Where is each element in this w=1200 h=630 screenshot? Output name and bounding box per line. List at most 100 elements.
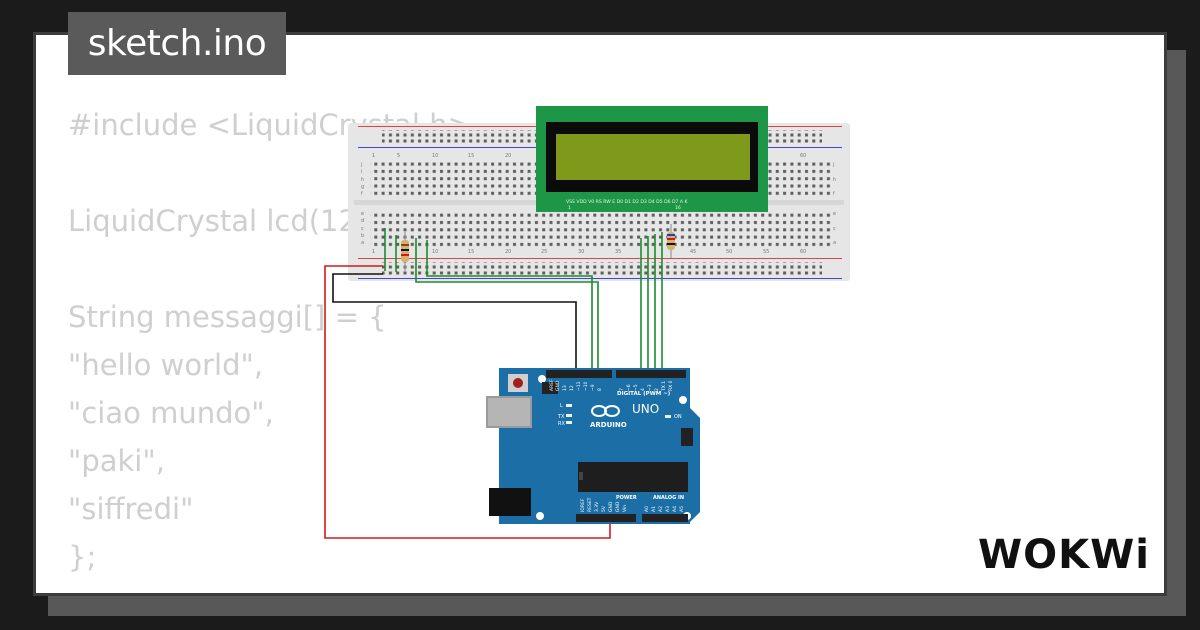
pin-label: A5 [679,506,685,512]
row-label: c [833,226,836,232]
wire-green [426,240,593,369]
mounting-hole [679,396,687,404]
pin-label: 13 [562,385,568,391]
arduino-labels: L TX RX ON DIGITAL (PWM ~) UNO ARDUINO P… [557,391,684,501]
power-jack [489,488,531,516]
column-label: 25 [541,249,547,255]
l-label: L [560,403,563,409]
led-l [566,404,572,407]
bottom-terminal-strip [370,210,832,247]
pin-label: ~3 [647,384,653,391]
analog-header [642,514,688,522]
column-label: 1 [372,153,375,159]
led-tx [566,414,572,417]
pin-label: ~11 [576,381,582,391]
row-label: f [361,191,363,197]
pin-label: 4 [640,388,646,391]
row-label: i [361,169,362,175]
mounting-hole [538,375,546,383]
column-label: 60 [800,153,806,159]
pin-label: RESET [587,497,593,512]
rx-label: RX [558,421,565,427]
wire-green [415,238,599,369]
atmega-chip [578,462,688,492]
row-label: h [361,177,364,183]
column-label: 10 [432,249,438,255]
pin-label: IOREF [580,498,586,512]
row-label: g [361,184,364,190]
lcd-pin-labels: VSS VDD V0 RS RW E D0 D1 D2 D3 D4 D5 D6 … [566,199,689,205]
pin-label: ~9 [590,384,596,391]
wires [324,228,663,539]
row-label: e [833,211,836,217]
lcd-display[interactable]: VSS VDD V0 RS RW E D0 D1 D2 D3 D4 D5 D6 … [536,106,768,212]
file-title-tab[interactable]: sketch.ino [68,12,286,75]
pin-label: AREF [549,379,555,391]
lcd-pin-last: 16 [675,205,681,211]
row-label: h [833,177,836,183]
resistor-right [667,224,675,258]
pin-label: GND [555,380,561,391]
on-label: ON [674,414,682,420]
row-label: a [361,240,364,246]
pin-label: ~5 [633,384,639,391]
column-label: 35 [615,249,621,255]
column-label: 15 [468,249,474,255]
digital-header-low [616,370,686,378]
digital-label: DIGITAL (PWM ~) [617,391,671,397]
column-label: 30 [578,249,584,255]
file-title: sketch.ino [87,23,267,64]
wokwi-logo-text: WOKWi [978,532,1150,576]
arduino-uno-board[interactable]: L TX RX ON DIGITAL (PWM ~) UNO ARDUINO P… [486,368,700,524]
pin-label: A1 [651,506,657,512]
tx-label: TX [557,414,565,420]
row-label: b [361,233,364,239]
column-labels: 1 5 10 15 20 60 1 10 15 20 25 30 35 45 5… [372,153,806,255]
led-rx [566,421,572,424]
wire-red [324,265,611,539]
column-label: 45 [690,249,696,255]
code-line: "paki", [68,444,165,478]
resistor-left [401,232,409,272]
pin-label: Vin [622,505,628,512]
lcd-pin-first: 1 [568,205,571,211]
row-label: f [833,191,835,197]
row-label: c [361,226,364,232]
row-label: a [833,240,836,246]
pin-label: TX 1 [661,381,667,392]
code-line: }; [68,540,97,574]
uno-label: UNO [632,402,659,416]
icsp-header-2 [681,428,693,446]
icsp-header [542,382,558,394]
column-label: 60 [800,249,806,255]
pin-label: A4 [672,506,678,512]
pin-label: ~10 [583,381,589,391]
lcd-screen [556,134,750,180]
pin-label: A2 [658,506,664,512]
pin-label: GND [608,501,614,512]
chip-notch [579,472,583,480]
row-labels: j i h g f e d c b a j h f e c a [360,162,836,246]
usb-port-inner [488,398,530,426]
code-line: "ciao mundo", [68,396,274,430]
digital-header-high [546,370,612,378]
reset-button[interactable] [513,378,523,388]
column-label: 20 [505,249,511,255]
power-header [576,514,636,522]
rail-line [358,278,842,279]
code-line: LiquidCrystal lcd(12 [68,204,357,238]
column-label: 5 [397,153,400,159]
code-line: "hello world", [68,348,264,382]
pin-label: 5V [601,505,607,512]
led-on [665,415,671,418]
row-label: j [360,162,362,168]
arduino-label: ARDUINO [590,421,627,429]
bottom-power-rail [382,262,822,276]
code-preview: #include <LiquidCrystal.h>LiquidCrystal … [68,101,472,581]
arduino-logo-icon [591,405,620,417]
power-label: POWER [616,495,637,501]
wokwi-logo[interactable]: WOKWi [976,528,1152,576]
rail-line [358,258,842,259]
column-label: 50 [726,249,732,255]
pin-labels: AREF GND 13 12 ~11 ~10 ~9 8 7 ~6 ~5 4 ~3… [549,379,685,512]
